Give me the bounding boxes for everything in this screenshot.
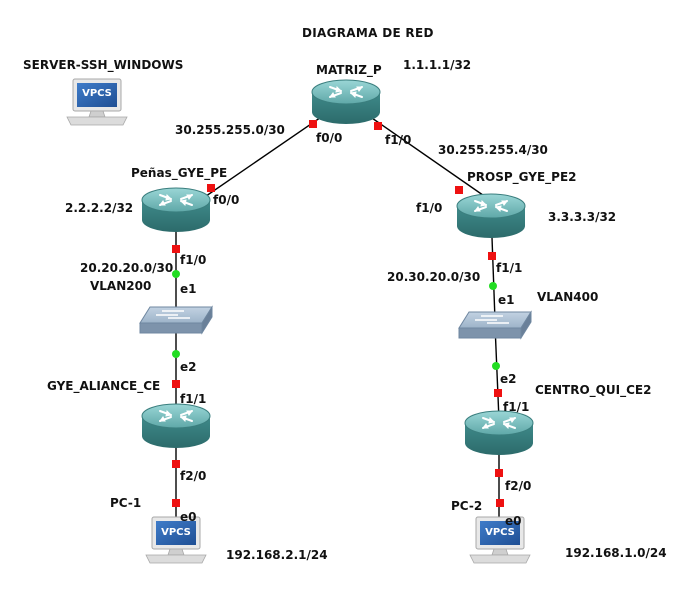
penas-gye-pe-network: 2.2.2.2/32 [65, 201, 134, 215]
link-vlan400-centro[interactable] [494, 324, 500, 421]
vlan400-port-e2: e2 [500, 372, 517, 386]
gye-port-f1-1: f1/1 [180, 392, 207, 406]
matriz-p-network: 1.1.1.1/32 [403, 58, 472, 72]
vlan200-switch-icon[interactable] [139, 306, 213, 334]
port-marker-pc2-e0 [496, 499, 504, 507]
server-vpcs-badge: VPCS [82, 88, 112, 99]
prosp-gye-pe2-label: PROSP_GYE_PE2 [467, 170, 577, 184]
gye-aliance-ce-router-icon[interactable] [141, 403, 211, 449]
port-marker-matriz-f1-0 [374, 122, 382, 130]
links [175, 99, 500, 520]
pc-2-network: 192.168.1.0/24 [565, 546, 667, 560]
port-marker-pc1-e0 [172, 499, 180, 507]
centro-qui-ce2-label: CENTRO_QUI_CE2 [535, 383, 652, 397]
port-marker-prosp-f1-0 [455, 186, 463, 194]
vlan400-label: VLAN400 [537, 290, 599, 304]
vlan400-switch-icon[interactable] [458, 311, 532, 339]
matriz-port-f1-0: f1/0 [385, 133, 412, 147]
port-marker-vlan400-e1 [489, 282, 497, 290]
port-marker-vlan400-e2 [492, 362, 500, 370]
vlan200-label: VLAN200 [90, 279, 152, 293]
port-marker-vlan200-e1 [172, 270, 180, 278]
link-penas-vlan200-network: 20.20.20.0/30 [80, 261, 174, 275]
pc-1-network: 192.168.2.1/24 [226, 548, 328, 562]
port-marker-centro-f1-1 [494, 389, 502, 397]
penas-port-f0-0: f0/0 [213, 193, 240, 207]
vlan200-port-e2: e2 [180, 360, 197, 374]
pc2-vpcs-badge: VPCS [485, 527, 515, 538]
vlan400-port-e1: e1 [498, 293, 515, 307]
port-marker-matriz-f0-0 [309, 120, 317, 128]
port-marker-gye-f2-0 [172, 460, 180, 468]
centro-port-f1-1: f1/1 [503, 400, 530, 414]
pc-1-vpcs-icon[interactable] [145, 516, 207, 564]
server-ssh-windows-vpcs-icon[interactable] [66, 78, 128, 126]
centro-port-f2-0: f2/0 [505, 479, 532, 493]
pc-1-label: PC-1 [110, 496, 142, 510]
prosp-gye-pe2-router-icon[interactable] [456, 193, 526, 239]
diagram-title: DIAGRAMA DE RED [302, 26, 434, 40]
gye-aliance-ce-label: GYE_ALIANCE_CE [47, 379, 161, 393]
pc-2-label: PC-2 [451, 499, 483, 513]
port-marker-centro-f2-0 [495, 469, 503, 477]
vlan200-port-e1: e1 [180, 282, 197, 296]
link-matriz-prosp-network: 30.255.255.4/30 [438, 143, 548, 157]
matriz-port-f0-0: f0/0 [316, 131, 343, 145]
port-marker-prosp-f1-1 [488, 252, 496, 260]
penas-gye-pe-label: Peñas_GYE_PE [131, 166, 228, 180]
link-prosp-vlan400-network: 20.30.20.0/30 [387, 270, 481, 284]
prosp-port-f1-0: f1/0 [416, 201, 443, 215]
port-marker-vlan200-e2 [172, 350, 180, 358]
server-ssh-windows-label: SERVER-SSH_WINDOWS [23, 58, 184, 72]
matriz-p-label: MATRIZ_P [316, 63, 382, 77]
pc2-port-e0: e0 [505, 514, 522, 528]
port-markers [172, 120, 504, 507]
prosp-port-f1-1: f1/1 [496, 261, 523, 275]
matriz-p-router-icon[interactable] [311, 79, 381, 125]
gye-port-f2-0: f2/0 [180, 469, 207, 483]
penas-gye-pe-router-icon[interactable] [141, 187, 211, 233]
pc1-port-e0: e0 [180, 510, 197, 524]
port-marker-gye-f1-1 [172, 380, 180, 388]
port-marker-penas-f1-0 [172, 245, 180, 253]
port-marker-penas-f0-0 [207, 184, 215, 192]
pc1-vpcs-badge: VPCS [161, 527, 191, 538]
link-matriz-penas-network: 30.255.255.0/30 [175, 123, 285, 137]
prosp-gye-pe2-network: 3.3.3.3/32 [548, 210, 617, 224]
centro-qui-ce2-router-icon[interactable] [464, 410, 534, 456]
penas-port-f1-0-down: f1/0 [180, 253, 207, 267]
